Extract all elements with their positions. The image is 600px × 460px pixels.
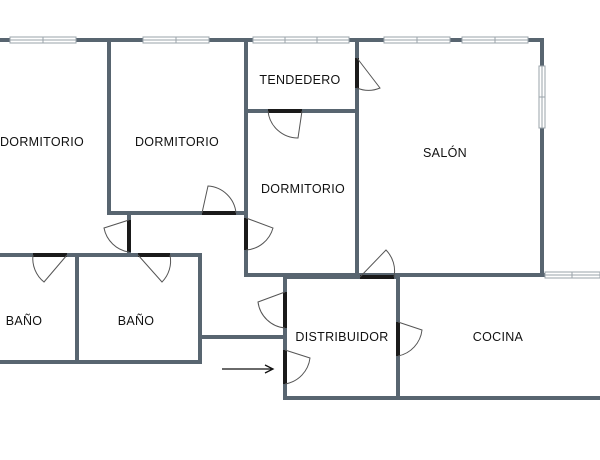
door-bano-left <box>32 253 68 283</box>
window-salon-1 <box>383 36 451 44</box>
door-cocina <box>396 321 423 357</box>
door-tendedero-bottom <box>267 109 303 139</box>
label-dormitorio-center: DORMITORIO <box>261 182 345 196</box>
label-cocina: COCINA <box>473 330 524 344</box>
window-salon-side <box>538 65 546 129</box>
label-bano-left: BAÑO <box>6 314 43 328</box>
doors <box>32 57 423 385</box>
window-cocina <box>544 271 600 279</box>
window-tendedero <box>252 36 350 44</box>
window-salon-2 <box>461 36 529 44</box>
door-salon <box>359 249 396 279</box>
door-dorm-center <box>244 217 274 251</box>
windows <box>9 36 600 279</box>
label-dormitorio-left: DORMITORIO <box>0 135 84 149</box>
label-tendedero: TENDEDERO <box>259 73 340 87</box>
door-dorm-left <box>103 219 131 253</box>
window-dorm-left <box>9 36 77 44</box>
door-distribuidor-upper <box>257 291 287 329</box>
walls <box>0 38 600 400</box>
door-tendedero <box>355 57 381 91</box>
door-bano-right <box>137 253 172 283</box>
label-distribuidor: DISTRIBUIDOR <box>295 330 388 344</box>
door-dorm-mid <box>201 185 237 215</box>
window-dorm-mid <box>142 36 210 44</box>
label-dormitorio-mid: DORMITORIO <box>135 135 219 149</box>
room-labels: DORMITORIO DORMITORIO TENDEDERO SALÓN DO… <box>0 73 524 344</box>
door-entrance <box>283 349 311 385</box>
entrance-arrow-icon <box>222 364 275 374</box>
label-bano-right: BAÑO <box>118 314 155 328</box>
label-salon: SALÓN <box>423 145 467 160</box>
